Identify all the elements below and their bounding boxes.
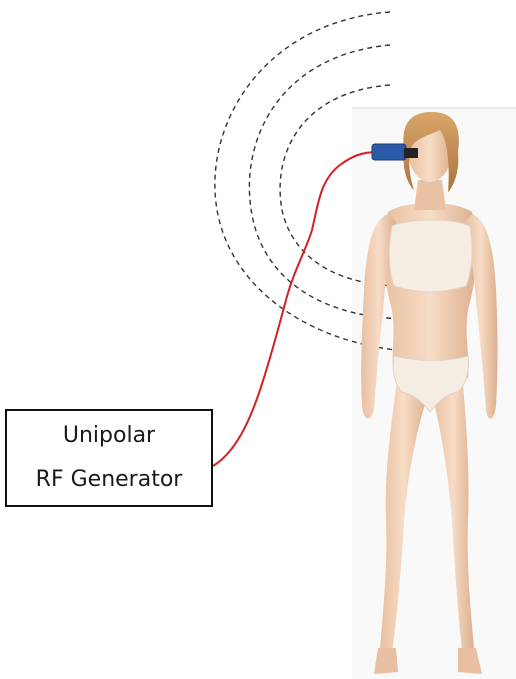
figure-left-foot (374, 648, 398, 674)
rf-generator-box (6, 410, 212, 506)
figure-neck (414, 180, 446, 210)
electrode-body (372, 144, 406, 160)
electrode-tip (404, 148, 418, 158)
figure-top (389, 220, 472, 292)
